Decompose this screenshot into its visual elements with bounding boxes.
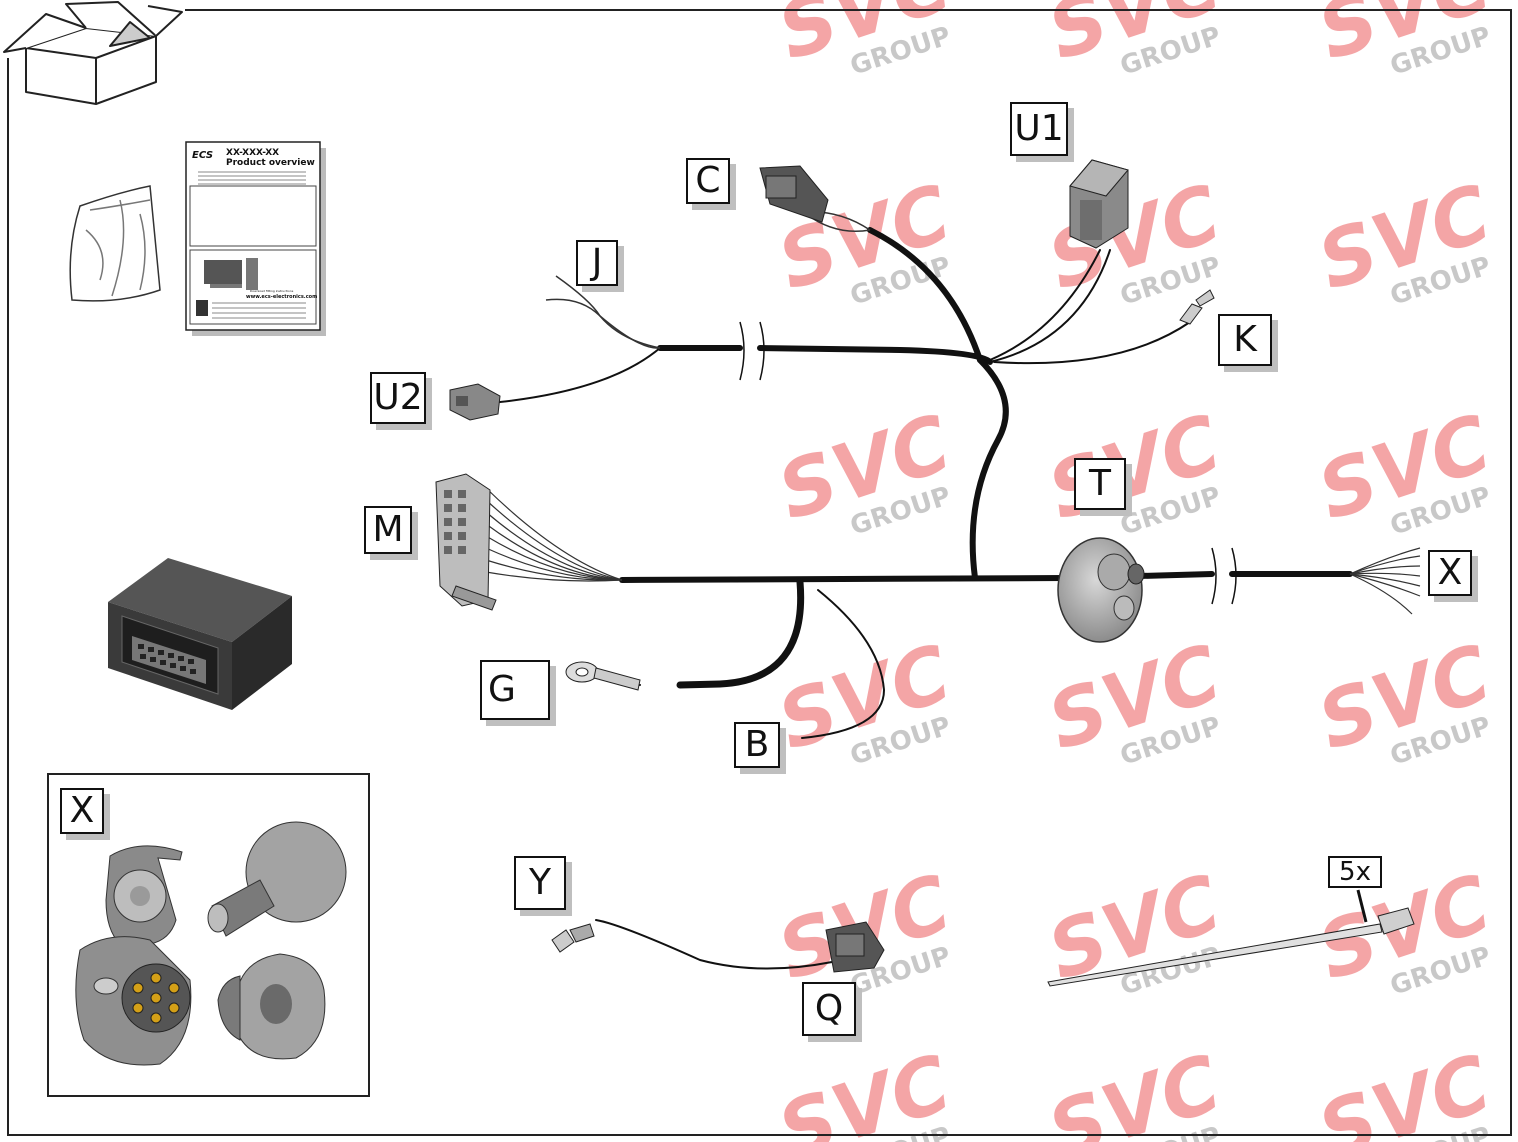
cable-end-x-wires [1349, 547, 1421, 615]
connector-q [825, 921, 885, 973]
label-u1: U1 [1010, 102, 1068, 156]
frame-border [7, 9, 1512, 1136]
label-m: M [364, 506, 412, 554]
document-title: Product overview [226, 158, 315, 168]
cable-break-marks [739, 321, 1237, 605]
label-x-inset: X [60, 788, 104, 834]
document-url: www.ecs-electronics.com [246, 294, 318, 300]
connector-c [759, 165, 829, 223]
label-b: B [734, 722, 780, 768]
connector-m [435, 473, 497, 611]
socket-inset-illustration [75, 821, 347, 1066]
document-code: XX-XXX-XX [226, 148, 280, 158]
label-quantity: 5x [1328, 856, 1382, 888]
label-y: Y [514, 856, 566, 910]
label-q: Q [802, 982, 856, 1036]
label-k: K [1218, 314, 1272, 366]
box-icon [3, 1, 183, 105]
connector-u1 [1069, 159, 1129, 249]
label-t: T [1074, 458, 1126, 510]
ground-ring-terminal [565, 661, 641, 691]
connector-y [551, 923, 595, 953]
cable-tie [1047, 889, 1415, 987]
connector-k [1179, 289, 1215, 325]
connector-u2 [449, 383, 501, 421]
connector-m-wires [485, 487, 623, 582]
grommet-t [1057, 537, 1145, 643]
label-x: X [1428, 550, 1472, 596]
document-logo: ECS [192, 150, 214, 161]
label-u2: U2 [370, 372, 426, 424]
plastic-bag-icon [69, 185, 161, 302]
document-download-text: Download fitting instructions [250, 289, 294, 293]
harness-cables [499, 227, 1353, 970]
control-module-icon [108, 558, 292, 710]
label-g: G [480, 660, 550, 720]
product-document [185, 141, 326, 336]
label-j: J [576, 240, 618, 286]
label-c: C [686, 158, 730, 204]
